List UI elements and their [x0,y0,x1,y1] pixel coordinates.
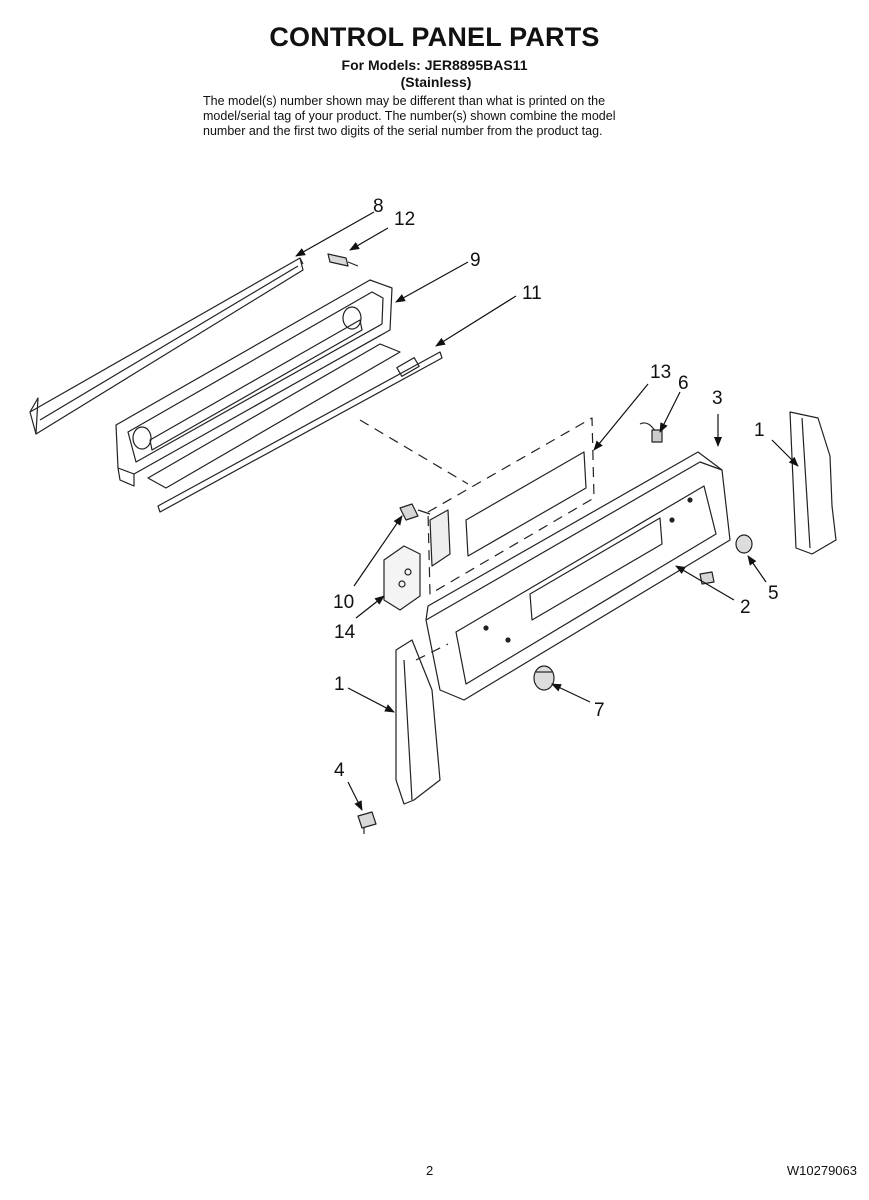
wire-harness [639,422,663,443]
leader-1-left [347,687,395,713]
note-line-3: number and the first two digits of the s… [203,124,603,138]
page-title: CONTROL PANEL PARTS [269,22,600,52]
callout-12: 12 [394,209,415,230]
callout-4: 4 [334,760,345,781]
note-line-2: model/serial tag of your product. The nu… [203,109,616,123]
note-line-1: The model(s) number shown may be differe… [203,94,606,108]
leader-5 [747,555,767,583]
knob-part-7 [533,665,555,691]
leader-9 [395,261,469,303]
callout-14: 14 [334,622,356,643]
screw-part-2 [699,571,715,585]
leader-12 [349,227,389,251]
document-number: W10279063 [786,1163,857,1178]
trim-strip [147,343,443,513]
leader-13 [593,383,649,451]
callout-2: 2 [740,597,751,618]
end-cap-left [395,639,441,805]
callout-7: 7 [594,700,605,721]
leader-6 [659,391,681,433]
screw-part-4 [357,811,377,834]
screw-part-12 [327,253,359,267]
callout-3: 3 [712,388,723,409]
leader-14 [355,595,385,619]
display-board [427,417,595,595]
leader-4 [347,781,363,811]
callout-8: 8 [373,196,384,217]
control-panel-console [425,451,731,701]
screw-part-10 [399,503,431,521]
model-variant: (Stainless) [400,74,472,90]
vent-frame [115,279,393,487]
leader-11 [435,295,517,347]
model-line: For Models: JER8895BAS11 [341,57,528,73]
leader-7 [551,683,591,703]
leader-8 [295,211,375,257]
leader-10 [353,515,403,587]
callout-9: 9 [470,250,481,271]
model-note: The model(s) number shown may be differe… [203,94,703,139]
callout-10: 10 [333,592,354,613]
leader-2 [675,565,735,601]
callout-11: 11 [522,283,542,304]
callout-5: 5 [768,583,779,604]
rear-shield-panel [29,257,304,435]
page-number: 2 [426,1163,434,1178]
end-cap-right [789,411,837,555]
leader-1-right [771,439,799,467]
switch-block [383,545,421,611]
callout-13: 13 [650,362,671,383]
display-board-window [429,451,587,567]
knob-part-5 [735,534,753,554]
callout-1-right: 1 [754,420,765,441]
callout-1-left: 1 [334,674,345,695]
callout-6: 6 [678,373,689,394]
